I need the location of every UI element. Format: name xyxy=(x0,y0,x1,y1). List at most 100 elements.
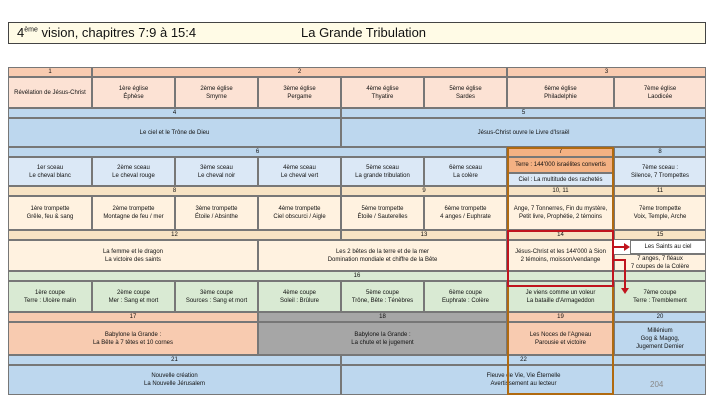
cell-text: Le ciel et le Trône de Dieu xyxy=(139,129,210,136)
cell-text: 9 xyxy=(422,188,426,194)
cell-text: 13 xyxy=(420,232,428,238)
cell-text: 8 xyxy=(658,149,662,155)
cell-text: Fleuve de Vie, Vie Éternelle xyxy=(486,373,561,379)
section-number-cell: 15 xyxy=(614,230,706,240)
cell-text: La victoire des saints xyxy=(104,256,162,263)
section-number-cell: 14 xyxy=(507,230,614,240)
cell-text: Silence, 7 Trompettes xyxy=(630,172,690,179)
cell-text: 4 anges / Euphrate xyxy=(440,214,491,220)
cell-text: 3ème église xyxy=(283,85,316,92)
cell-text: 7ème église xyxy=(643,85,677,92)
cell-text: Mer : Sang et mort xyxy=(108,297,159,304)
cell-text: Laodicée xyxy=(647,93,673,100)
cell-text: Philadelphie xyxy=(544,93,577,100)
section-number-cell: 2 xyxy=(92,67,507,77)
cell-text: Ange, 7 Tonnerres, Fin du mystère, xyxy=(513,206,608,212)
title-bar: 4ème vision, chapitres 7:9 à 15:4 La Gra… xyxy=(8,22,706,44)
cell-text: Babylone la Grande : xyxy=(354,331,411,338)
cell-text: 5ème coupe xyxy=(365,289,400,296)
cell-text: 1er sceau xyxy=(36,164,64,171)
cell-text: Jésus-Christ ouvre le Livre d'Israël xyxy=(477,129,570,136)
cell-text: Étoile / Sauterelles xyxy=(357,214,408,220)
section-number-cell: 3 xyxy=(507,67,706,77)
cell-text: La femme et le dragon xyxy=(102,248,164,255)
cell-text: Le cheval noir xyxy=(197,172,236,179)
cell-text: Terre : 144'000 israélites convertis xyxy=(515,162,606,168)
cell-text: Sources : Sang et mort xyxy=(185,297,248,304)
cell-text: Grêle, feu & sang xyxy=(26,214,74,220)
cell-text: 3ème coupe xyxy=(199,289,234,296)
cell-text: Soleil : Brûlure xyxy=(279,297,320,304)
cell-text: 4ème église xyxy=(366,85,399,92)
cell-text: La Nouvelle Jérusalem xyxy=(143,381,206,387)
cell-text: Voix, Temple, Arche xyxy=(633,214,687,220)
table-cell: Babylone la Grande :La chute et le jugem… xyxy=(258,322,507,355)
table-cell: Le ciel et le Trône de Dieu xyxy=(8,118,341,147)
cell-text: Babylone la Grande : xyxy=(104,331,162,338)
title-superscript: ème xyxy=(24,26,38,34)
cell-text: Étoile / Absinthe xyxy=(194,214,239,220)
section-number-cell: 17 xyxy=(8,312,258,322)
cell-text: La chute et le jugement xyxy=(351,339,414,346)
cell-text: Thyatire xyxy=(371,93,394,100)
cell-text: 3ème trompette xyxy=(195,206,238,212)
cell-text: 7 coupes de la Colère xyxy=(630,263,690,270)
cell-text: Parousie et victoire xyxy=(534,339,587,346)
section-number-cell: 11 xyxy=(614,186,706,196)
title-number: 4 xyxy=(17,25,25,40)
cell-text: 15 xyxy=(656,232,664,238)
cell-text: 6ème sceau xyxy=(449,164,482,171)
cell-text: 12 xyxy=(171,232,178,238)
section-number-cell: 21 xyxy=(8,355,341,365)
cell-text: Gog & Magog, xyxy=(640,335,680,342)
cell-text: 2ème coupe xyxy=(116,289,151,296)
cell-text: 5ème trompette xyxy=(361,206,404,212)
section-number-cell: 1 xyxy=(8,67,92,77)
table-cell: Ciel : La multitude des rachetés xyxy=(507,173,614,186)
cell-text: La Bête à 7 têtes et 10 cornes xyxy=(92,339,174,346)
section-number-cell: 8 xyxy=(8,186,341,196)
cell-text: Les Saints au ciel xyxy=(644,244,692,250)
cell-text: 4 xyxy=(172,110,177,116)
cell-text: 1ère trompette xyxy=(30,206,70,212)
cell-text: 2ème sceau xyxy=(117,164,150,171)
cell-text: Éphèse xyxy=(123,93,144,100)
cell-text: Jésus-Christ et les 144'000 à Sion xyxy=(515,248,606,255)
cell-text: Le cheval blanc xyxy=(29,172,71,179)
section-number-cell: 13 xyxy=(341,230,507,240)
section-number-cell: 10, 11 xyxy=(507,186,614,196)
section-number-cell: 12 xyxy=(8,230,341,240)
cell-text: Millénium xyxy=(647,327,673,334)
title-text: vision, chapitres 7:9 à 15:4 xyxy=(37,25,197,40)
section-number-cell: 5 xyxy=(341,108,706,118)
cell-text: 2ème église xyxy=(200,85,233,92)
cell-text: Euphrate : Colère xyxy=(441,297,490,304)
cell-text: 8 xyxy=(172,188,177,194)
table-cell: Les Saints au ciel xyxy=(630,240,706,254)
page-number: 204 xyxy=(650,380,664,389)
cell-text: Montagne de feu / mer xyxy=(103,214,164,220)
cell-text: 7ème sceau : xyxy=(641,164,679,171)
